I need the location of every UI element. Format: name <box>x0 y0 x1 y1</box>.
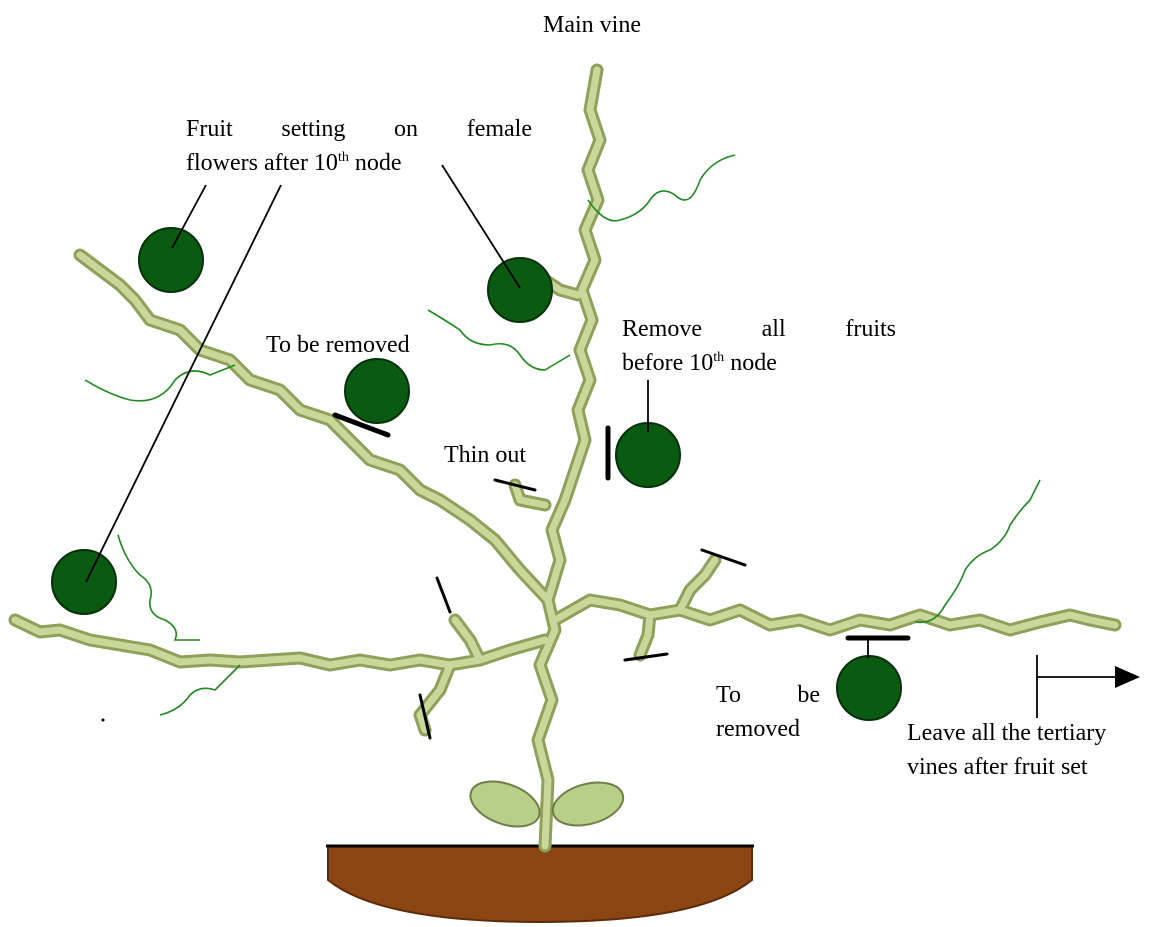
fruit-icon <box>616 423 680 487</box>
to-be-removed-bottom-line2: removed <box>716 714 800 744</box>
fruit-icon <box>52 550 116 614</box>
tendrils <box>85 155 1040 715</box>
word: Remove <box>622 314 702 344</box>
word: fruits <box>845 314 896 344</box>
text: before 10 <box>622 350 713 376</box>
word: on <box>394 114 418 144</box>
text: node <box>349 150 402 176</box>
fruit-icon <box>139 228 203 292</box>
word: female <box>467 114 532 144</box>
leave-tertiary-label-line1: Leave all the tertiary <box>907 718 1106 748</box>
text: node <box>724 350 777 376</box>
to-be-removed-top-label: To be removed <box>266 330 410 360</box>
fruit-setting-label-line1: Fruit setting on female <box>186 114 532 144</box>
main-vine-label: Main vine <box>543 10 641 40</box>
remove-all-label-line1: Remove all fruits <box>622 314 896 344</box>
word: setting <box>281 114 345 144</box>
fruit-icon <box>837 656 901 720</box>
dot-mark <box>102 719 105 722</box>
word: Fruit <box>186 114 233 144</box>
leader-lines <box>86 165 1118 718</box>
word: To <box>716 680 741 710</box>
word: be <box>797 680 820 710</box>
text: flowers after 10 <box>186 150 338 176</box>
arrow-icon <box>1115 666 1140 688</box>
fruit-icon <box>345 359 409 423</box>
leave-tertiary-label-line2: vines after fruit set <box>907 752 1088 782</box>
word: all <box>762 314 786 344</box>
thin-out-label: Thin out <box>444 440 526 470</box>
left-upper-branch <box>80 255 548 600</box>
superscript: th <box>713 350 724 365</box>
remove-all-label-line2: before 10th node <box>622 348 777 378</box>
fruit-icon <box>488 258 552 322</box>
pot-soil-icon <box>326 846 754 922</box>
superscript: th <box>338 150 349 165</box>
to-be-removed-bottom-line1: To be <box>716 680 820 710</box>
fruit-setting-label-line2: flowers after 10th node <box>186 148 401 178</box>
